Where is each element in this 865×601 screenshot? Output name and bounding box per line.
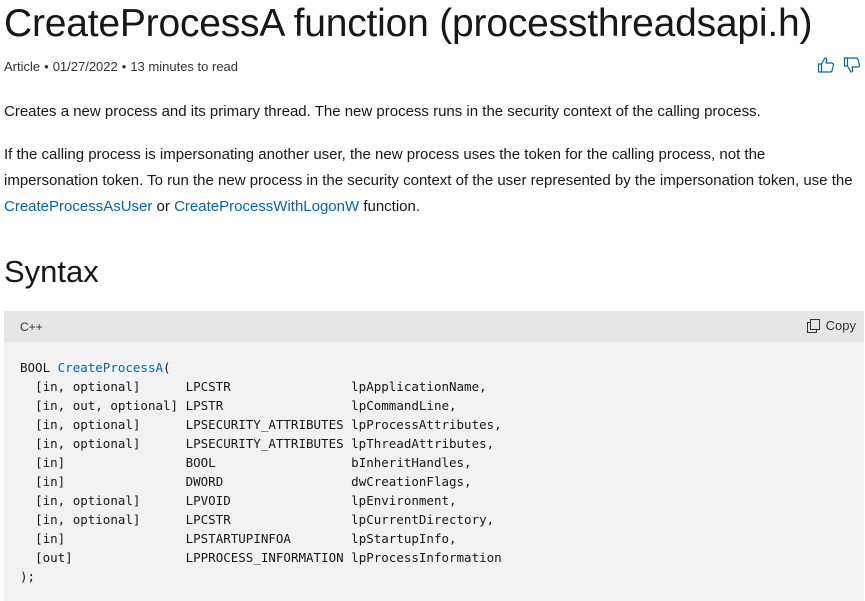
code-param-line: [in, out, optional] LPSTR lpCommandLine, xyxy=(20,396,502,415)
code-param-line: [in] LPSTARTUPINFOA lpStartupInfo, xyxy=(20,529,502,548)
detail-text: function. xyxy=(359,198,421,215)
code-language: C++ xyxy=(20,320,43,334)
code-header: C++ Copy xyxy=(4,311,864,342)
create-process-as-user-link[interactable]: CreateProcessAsUser xyxy=(4,198,153,215)
detail-text: or xyxy=(152,198,175,215)
param-name: lpStartupInfo, xyxy=(351,531,457,546)
param-type: LPCSTR xyxy=(185,379,231,394)
param-type: DWORD xyxy=(185,474,224,489)
syntax-heading: Syntax xyxy=(4,254,99,289)
param-annotation: [in, optional] xyxy=(35,493,141,508)
article-date: 01/27/2022 xyxy=(52,59,118,74)
copy-button[interactable]: Copy xyxy=(806,318,856,333)
param-type: LPSECURITY_ATTRIBUTES xyxy=(185,417,344,432)
copy-label: Copy xyxy=(825,318,856,333)
page-title: CreateProcessA function (processthreadsa… xyxy=(4,2,813,45)
param-type: LPSTARTUPINFOA xyxy=(185,531,291,546)
code-content: BOOL CreateProcessA( [in, optional] LPCS… xyxy=(20,358,502,586)
param-name: bInheritHandles, xyxy=(351,455,472,470)
param-type: LPSTR xyxy=(185,398,224,413)
thumbs-down-icon xyxy=(843,57,861,73)
param-annotation: [out] xyxy=(35,550,73,565)
code-param-line: [in, optional] LPVOID lpEnvironment, xyxy=(20,491,502,510)
param-annotation: [in, optional] xyxy=(35,436,141,451)
code-param-line: [in, optional] LPCSTR lpCurrentDirectory… xyxy=(20,510,502,529)
param-name: lpCommandLine, xyxy=(351,398,457,413)
code-line-signature: BOOL CreateProcessA( xyxy=(20,358,502,377)
article-type: Article xyxy=(4,59,41,74)
param-annotation: [in] xyxy=(35,474,66,489)
param-type: LPCSTR xyxy=(185,512,231,527)
thumbs-up-icon xyxy=(817,57,835,73)
param-name: lpEnvironment, xyxy=(351,493,457,508)
code-param-line: [in, optional] LPSECURITY_ATTRIBUTES lpP… xyxy=(20,415,502,434)
code-keyword: BOOL xyxy=(20,360,51,375)
detail-paragraph: If the calling process is impersonating … xyxy=(4,142,860,220)
intro-paragraph: Creates a new process and its primary th… xyxy=(4,103,761,120)
code-open-paren: ( xyxy=(163,360,171,375)
param-annotation: [in, out, optional] xyxy=(35,398,179,413)
detail-text: If the calling process is impersonating … xyxy=(4,146,853,189)
code-function-name: CreateProcessA xyxy=(57,360,163,375)
param-name: lpProcessAttributes, xyxy=(351,417,502,432)
code-param-line: [in] DWORD dwCreationFlags, xyxy=(20,472,502,491)
param-name: lpThreadAttributes, xyxy=(351,436,495,451)
create-process-with-logon-link[interactable]: CreateProcessWithLogonW xyxy=(174,198,360,215)
code-param-line: [out] LPPROCESS_INFORMATION lpProcessInf… xyxy=(20,548,502,567)
code-param-line: [in, optional] LPCSTR lpApplicationName, xyxy=(20,377,502,396)
param-name: lpCurrentDirectory, xyxy=(351,512,495,527)
code-line-close: ); xyxy=(20,569,36,584)
separator-dot: • xyxy=(44,59,49,74)
feedback-controls xyxy=(816,56,862,76)
separator-dot: • xyxy=(121,59,127,74)
code-param-line: [in] BOOL bInheritHandles, xyxy=(20,453,502,472)
param-annotation: [in, optional] xyxy=(35,417,141,432)
code-block: C++ Copy BOOL CreateProcessA( [in, optio… xyxy=(4,311,864,601)
param-annotation: [in, optional] xyxy=(35,512,141,527)
like-button[interactable] xyxy=(816,56,836,76)
dislike-button[interactable] xyxy=(842,56,862,76)
read-time: 13 minutes to read xyxy=(130,59,239,74)
param-annotation: [in, optional] xyxy=(35,379,141,394)
article-meta: Article•01/27/2022•13 minutes to read xyxy=(4,59,238,74)
param-name: lpApplicationName, xyxy=(351,379,487,394)
param-name: dwCreationFlags, xyxy=(351,474,472,489)
param-type: BOOL xyxy=(185,455,216,470)
param-annotation: [in] xyxy=(35,455,66,470)
param-type: LPPROCESS_INFORMATION xyxy=(185,550,344,565)
param-name: lpProcessInformation xyxy=(351,550,502,565)
code-param-line: [in, optional] LPSECURITY_ATTRIBUTES lpT… xyxy=(20,434,502,453)
param-annotation: [in] xyxy=(35,531,66,546)
copy-icon xyxy=(806,318,820,333)
param-type: LPVOID xyxy=(185,493,231,508)
param-type: LPSECURITY_ATTRIBUTES xyxy=(185,436,344,451)
